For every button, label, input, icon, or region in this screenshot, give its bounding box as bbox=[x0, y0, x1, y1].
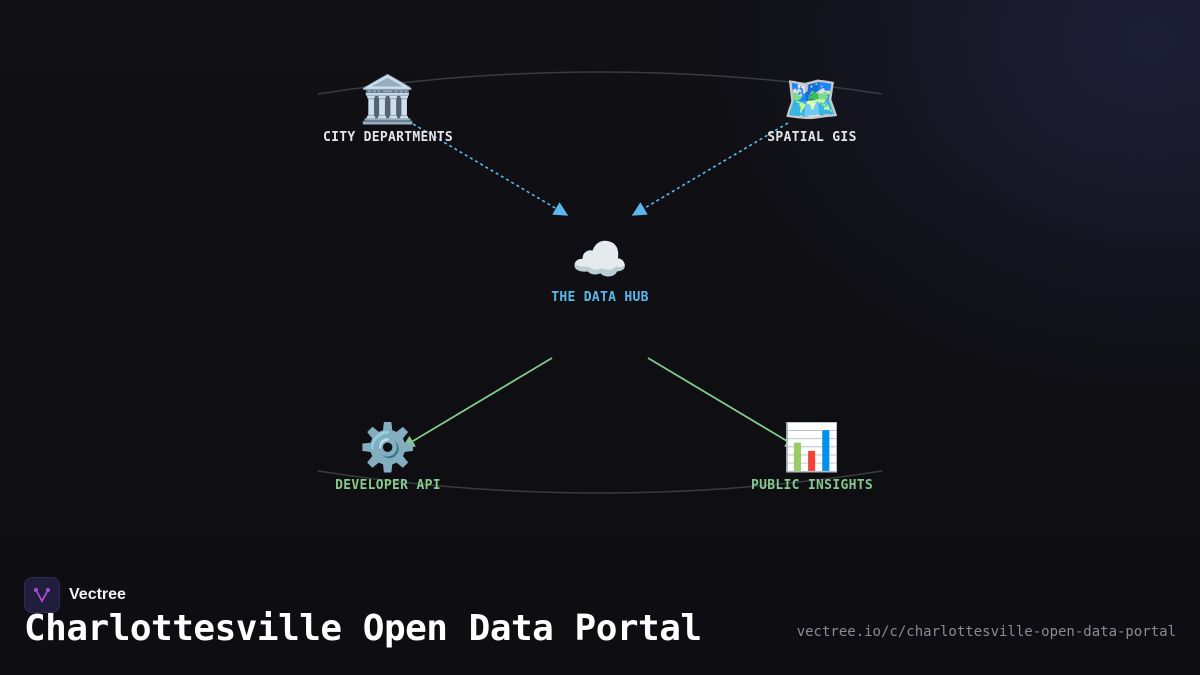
node-label: DEVELOPER API bbox=[335, 478, 441, 493]
node-spatial-gis: 🗺️ SPATIAL GIS bbox=[732, 74, 892, 145]
edge-hub-to-api bbox=[401, 357, 553, 448]
brand-name: Vectree bbox=[69, 586, 126, 603]
gear-icon: ⚙️ bbox=[359, 420, 417, 474]
brand-lockup: Vectree bbox=[24, 577, 126, 613]
page-url[interactable]: vectree.io/c/charlottesville-open-data-p… bbox=[796, 624, 1176, 640]
node-label: PUBLIC INSIGHTS bbox=[751, 478, 873, 493]
edge-hub-to-insights bbox=[647, 357, 799, 448]
node-public-insights: 📊 PUBLIC INSIGHTS bbox=[732, 422, 892, 493]
node-city-departments: 🏛️ CITY DEPARTMENTS bbox=[308, 74, 468, 145]
world-map-icon: 🗺️ bbox=[783, 72, 841, 126]
classical-building-icon: 🏛️ bbox=[359, 72, 417, 126]
vectree-logo-icon bbox=[24, 577, 60, 613]
cloud-icon: ☁️ bbox=[571, 232, 629, 286]
bottom-arc bbox=[317, 470, 883, 494]
bar-chart-icon: 📊 bbox=[783, 420, 841, 474]
node-label: THE DATA HUB bbox=[551, 290, 649, 305]
node-label: CITY DEPARTMENTS bbox=[322, 130, 454, 145]
edge-gis-to-hub bbox=[631, 122, 789, 216]
node-developer-api: ⚙️ DEVELOPER API bbox=[308, 422, 468, 493]
top-arc bbox=[317, 71, 883, 95]
edge-city-to-hub bbox=[407, 120, 569, 216]
page-title: Charlottesville Open Data Portal bbox=[24, 608, 702, 649]
node-data-hub: ☁️ THE DATA HUB bbox=[520, 234, 680, 305]
node-label: SPATIAL GIS bbox=[767, 130, 857, 145]
